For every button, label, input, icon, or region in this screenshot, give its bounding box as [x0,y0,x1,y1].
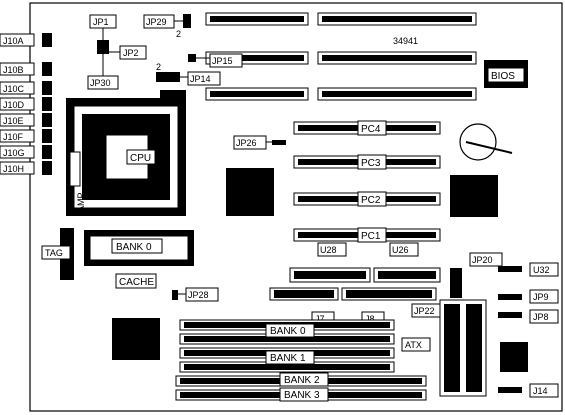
dimm-bank3-label: BANK 3 [284,390,320,401]
u26-label: U26 [392,245,409,255]
chipset-bottom [112,318,160,360]
battery [459,123,513,161]
jp26: JP26 [233,135,286,150]
pc2-label: PC2 [361,195,381,206]
pc3-label: PC3 [361,158,381,169]
board-model-number: 34941 [393,36,418,46]
j10f-label: J10F [3,132,24,142]
j8-label: J8 [365,314,375,324]
j10e-label: J10E [3,116,24,126]
atx-label: ATX [405,340,422,350]
svg-text:JP8: JP8 [533,312,549,322]
svg-text:U32: U32 [533,265,550,275]
pc1-label: PC1 [361,231,381,242]
chipset-left [226,168,274,216]
jp20-jp22: JP20 JP22 [411,252,503,318]
cache-label: CACHE [119,277,154,288]
svg-text:JP20: JP20 [472,255,493,265]
cache-bank-label: BANK 0 [116,242,152,253]
j10a-label: J10A [3,36,24,46]
svg-text:JP26: JP26 [236,138,257,148]
svg-text:JP9: JP9 [533,292,549,302]
simm-bank1-label: BANK 1 [270,353,306,364]
simm-bank0-label: BANK 0 [270,326,306,337]
chipset-right [450,175,498,217]
bios-chip: BIOS [484,60,528,88]
atx-power-connector: ATX [401,299,487,397]
svg-text:JP28: JP28 [188,290,209,300]
dimm-bank2-label: BANK 2 [284,375,320,386]
j10b-label: J10B [3,65,24,75]
u28-label: U28 [320,245,337,255]
right-edge-jumpers: U32 JP9 JP8 J14 [498,262,559,398]
jp1-label: JP1 [93,17,109,27]
svg-text:BIOS: BIOS [491,71,515,82]
svg-text:JP29: JP29 [146,17,167,27]
jp28: JP28 [172,287,219,302]
svg-text:2: 2 [176,29,181,39]
pc4-label: PC4 [361,124,381,135]
j10g-label: J10G [3,148,25,158]
jp30-label: JP30 [90,78,111,88]
jp1-jp2-jp30: JP1 JP2 JP30 [87,14,147,90]
svg-text:J14: J14 [533,386,548,396]
svg-text:JP14: JP14 [190,74,211,84]
jp14: 2 JP14 [156,62,221,86]
memory-slots: BANK 0 BANK 1 BANK 2 BANK 3 [175,319,427,402]
jp2-label: JP2 [123,48,139,58]
j10d-label: J10D [3,100,25,110]
svg-text:JP15: JP15 [212,56,233,66]
amp-label: AMP [76,192,86,212]
svg-text:JP22: JP22 [414,306,435,316]
j7-label: J7 [315,314,325,324]
svg-text:2: 2 [156,62,161,72]
j10-connectors: J10A J10B J10C J10D J10E J10F J10G J10H [0,33,52,175]
pci-slots: PC4 PC3 PC2 PC1 [293,120,441,243]
j10h-label: J10H [3,164,24,174]
j10c-label: J10C [3,84,25,94]
cpu-label: CPU [130,153,151,164]
cache-area: TAG BANK 0 CACHE [41,228,194,289]
isa-slots [205,12,477,101]
cpu-socket: CPU AMP [66,90,186,216]
tag-label: TAG [45,248,63,258]
jp29: JP29 2 [143,14,191,39]
jp15: JP15 [188,53,243,68]
